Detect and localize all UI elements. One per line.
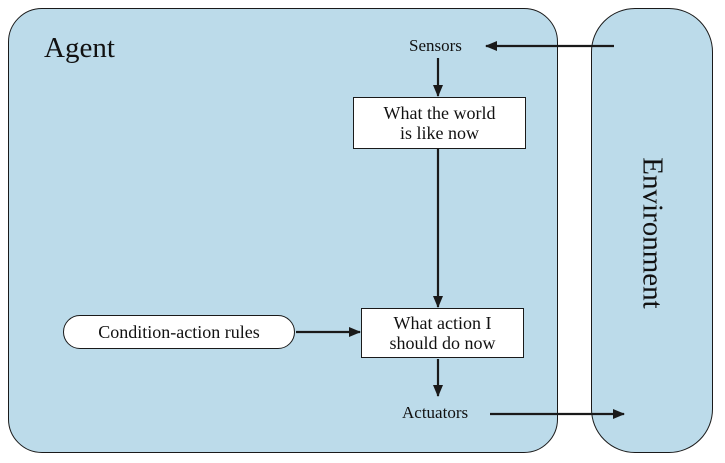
- agent-title: Agent: [44, 32, 115, 64]
- action-line-2: should do now: [389, 333, 496, 353]
- agent-panel: [8, 8, 558, 453]
- action-line-1: What action I: [393, 312, 492, 333]
- sensors-label: Sensors: [409, 36, 462, 55]
- world-state-line-2: is like now: [400, 123, 479, 143]
- action-box: What action I should do now: [361, 308, 524, 358]
- rules-label: Condition-action rules: [98, 321, 260, 342]
- condition-action-rules: Condition-action rules: [63, 315, 295, 349]
- actuators-label: Actuators: [402, 403, 469, 422]
- world-state-line-1: What the world: [383, 102, 496, 123]
- environment-panel: [591, 8, 713, 453]
- environment-title: Environment: [636, 157, 669, 309]
- world-state-box: What the world is like now: [353, 97, 526, 149]
